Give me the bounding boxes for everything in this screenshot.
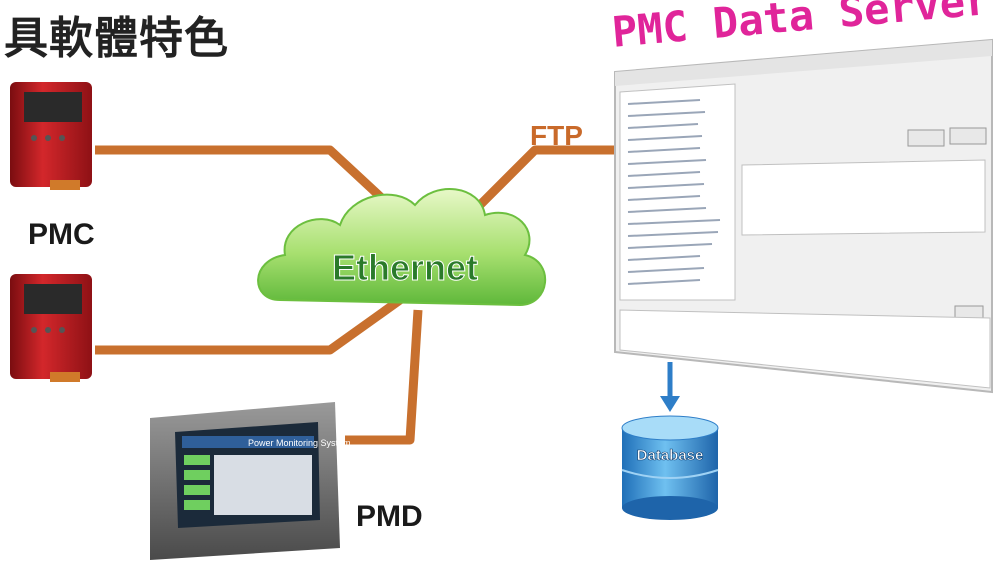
cable-pmd xyxy=(345,309,423,445)
pmc-device-1 xyxy=(10,82,92,190)
database-cylinder xyxy=(621,415,719,520)
ethernet-cloud xyxy=(257,188,547,307)
network-cables xyxy=(95,145,625,445)
pmd-device xyxy=(150,402,340,560)
page-title: 具軟體特色 xyxy=(4,13,229,64)
cable-pmc1 xyxy=(95,145,404,219)
pmd-screen-title: Power Monitoring System xyxy=(248,438,351,448)
pmd-label: PMD xyxy=(356,500,423,533)
cable-pmc2 xyxy=(95,296,403,355)
pmc-label: PMC xyxy=(28,218,95,251)
server-window xyxy=(614,38,993,394)
database-label: Database xyxy=(637,447,704,464)
pmc-device-2 xyxy=(10,274,92,382)
ethernet-label: Ethernet xyxy=(332,247,478,288)
arrow-to-database xyxy=(660,362,680,412)
ftp-label: FTP xyxy=(530,120,583,151)
cable-ftp xyxy=(466,145,625,219)
